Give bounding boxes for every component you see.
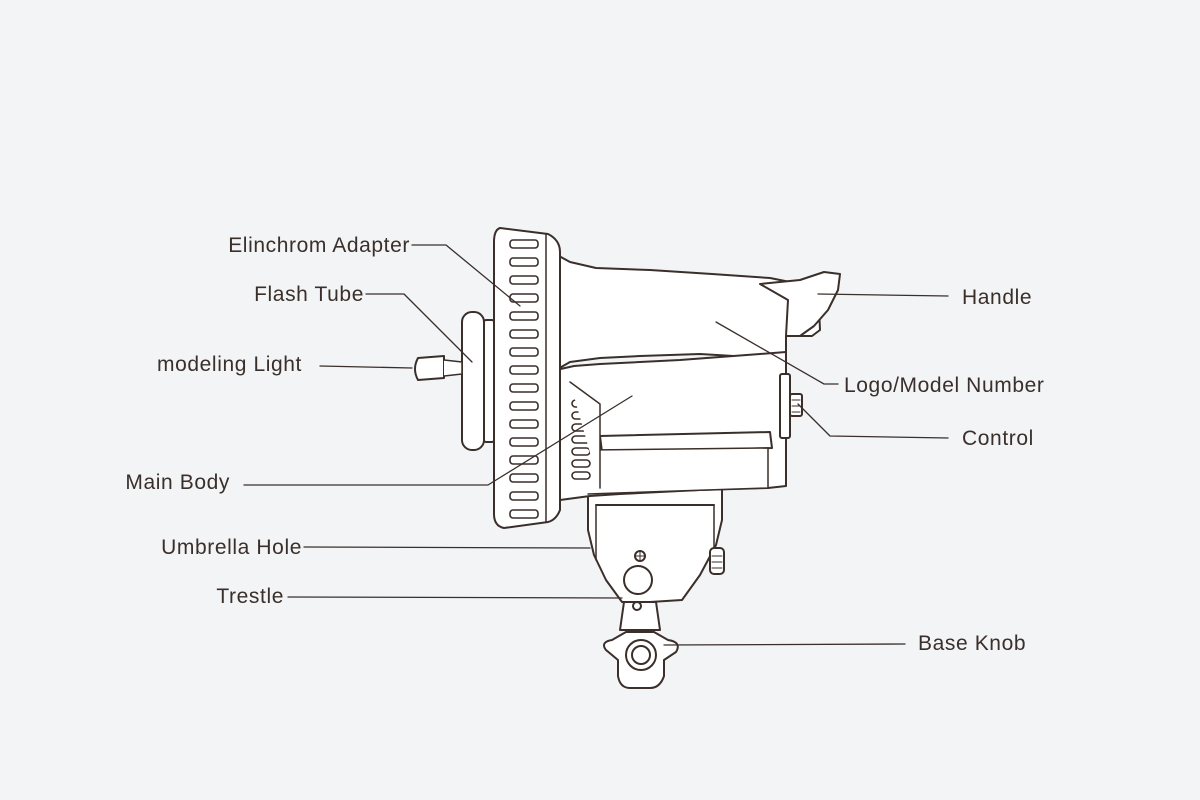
- label-base-knob: Base Knob: [918, 632, 1027, 655]
- label-main-body: Main Body: [125, 471, 230, 494]
- trestle-bracket: [587, 487, 723, 603]
- trestle-side-knob: [709, 547, 725, 575]
- control-switch: [779, 373, 803, 439]
- leader-trestle: [287, 596, 623, 599]
- main-body: [547, 249, 821, 501]
- leader-lines: [243, 244, 949, 646]
- adapter-slots: [509, 239, 539, 519]
- leader-handle: [817, 293, 949, 297]
- label-umbrella-hole: Umbrella Hole: [161, 536, 302, 559]
- leader-flash-tube: [365, 293, 473, 363]
- umbrella-hole: [623, 550, 653, 595]
- label-trestle: Trestle: [216, 585, 284, 608]
- label-control: Control: [962, 427, 1034, 450]
- handle: [759, 271, 841, 337]
- leader-umbrella-hole: [303, 546, 591, 549]
- elinchrom-adapter: [493, 227, 561, 529]
- label-flash-tube: Flash Tube: [254, 283, 364, 306]
- flash-tube: [461, 311, 495, 451]
- leader-base-knob: [663, 643, 906, 646]
- leader-main-body: [243, 395, 633, 486]
- label-modeling-light: modeling Light: [157, 353, 302, 376]
- leader-modeling-light: [319, 365, 413, 369]
- label-logo-model-number: Logo/Model Number: [844, 374, 1045, 397]
- leader-control: [797, 403, 949, 439]
- base-knob: [603, 601, 679, 689]
- label-handle: Handle: [962, 286, 1033, 309]
- leader-logo-model-number: [715, 321, 839, 385]
- modeling-light: [414, 355, 463, 381]
- label-elinchrom-adapter: Elinchrom Adapter: [228, 234, 410, 257]
- leader-elinchrom-adapter: [411, 244, 521, 307]
